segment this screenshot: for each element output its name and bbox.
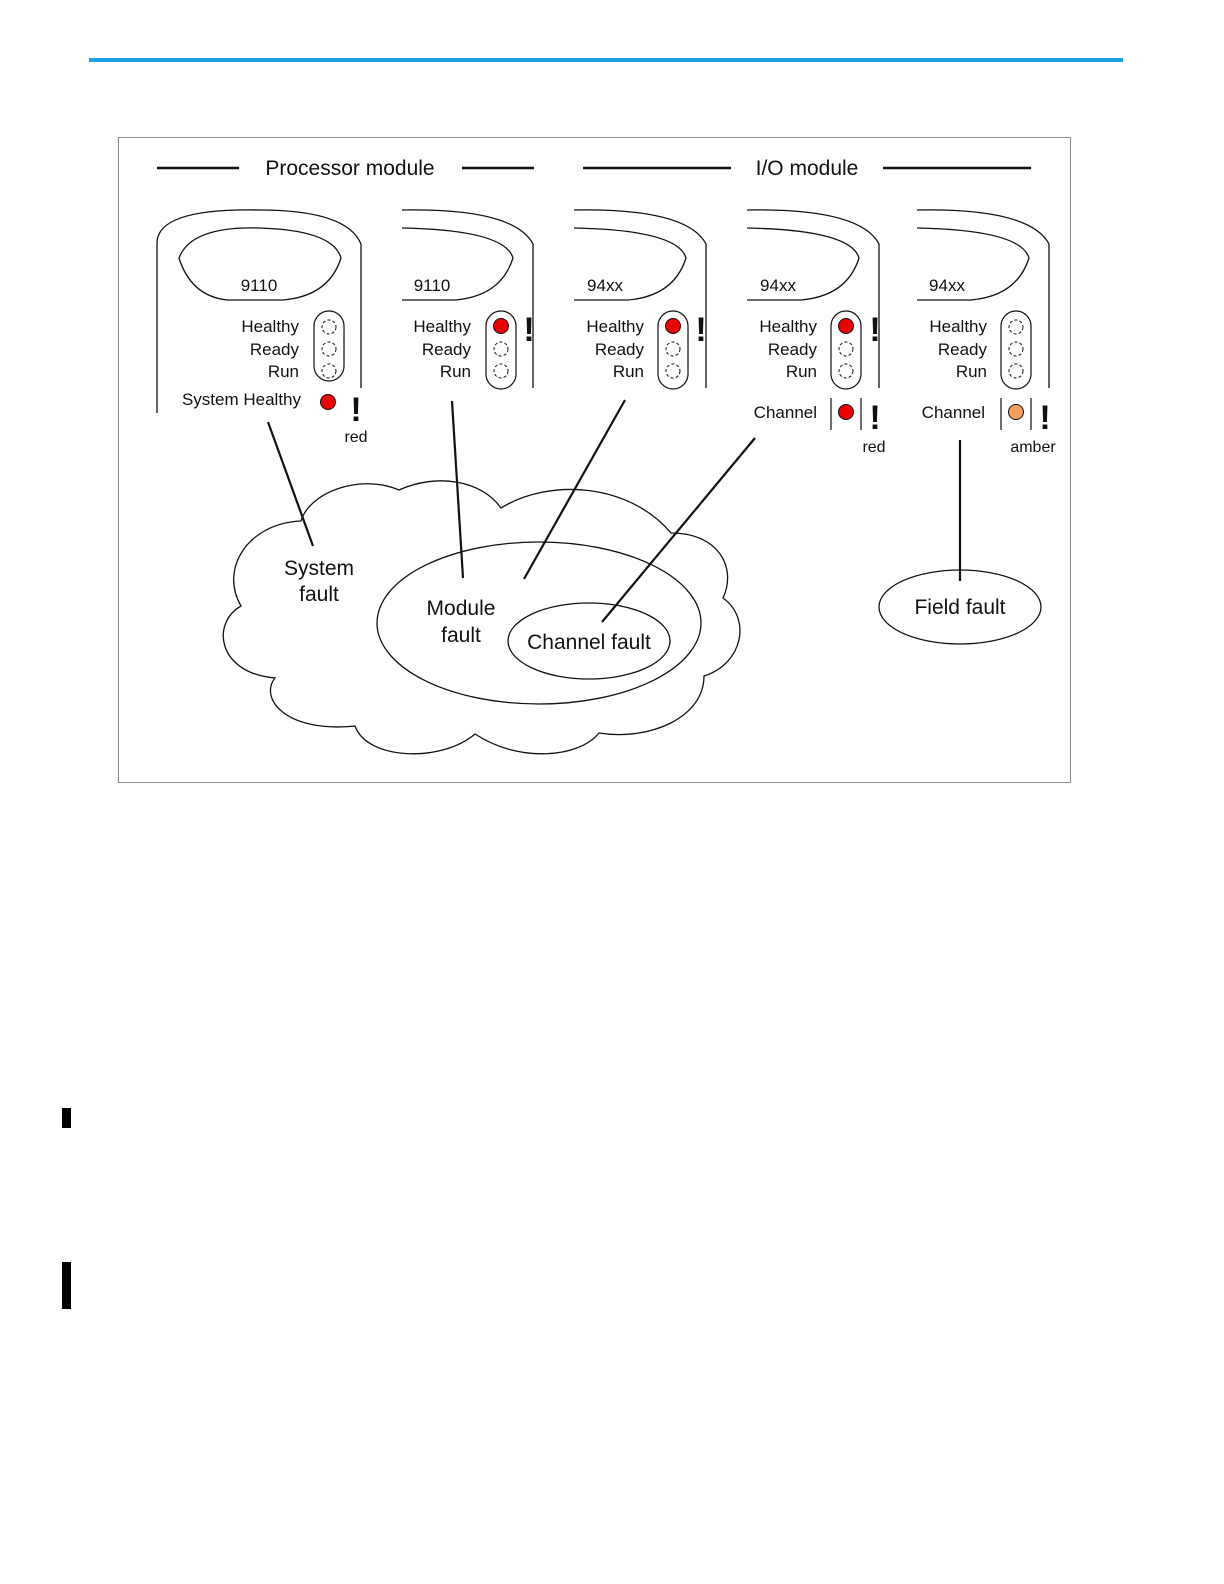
module-3-alert-icon: ! — [695, 311, 706, 349]
change-bar — [62, 1262, 71, 1309]
processor-heading: Processor module — [265, 157, 434, 180]
module-1: 9110 Healthy Ready Run System Healthy ! … — [157, 210, 368, 446]
module-4-led-healthy — [839, 319, 854, 334]
fault-diagram-figure: Processor module I/O module 9110 Healthy… — [118, 137, 1071, 783]
module-5-led-label-ready: Ready — [938, 340, 988, 359]
module-5-channel-led — [1009, 405, 1024, 420]
module-3-led-label-healthy: Healthy — [586, 317, 644, 336]
module-2-led-label-ready: Ready — [422, 340, 472, 359]
module-1-color-note: red — [344, 429, 367, 446]
module-4-led-label-healthy: Healthy — [759, 317, 817, 336]
module-2-id: 9110 — [414, 276, 451, 295]
module-fault-label-line2: fault — [441, 624, 481, 647]
module-3-led-run — [666, 364, 680, 378]
change-bar — [62, 1108, 71, 1128]
module-5-led-run — [1009, 364, 1023, 378]
module-1-system-healthy-label: System Healthy — [182, 390, 302, 409]
module-2: 9110 Healthy Ready Run ! — [402, 210, 535, 389]
module-3-led-label-run: Run — [613, 362, 644, 381]
module-5-color-note: amber — [1010, 439, 1056, 456]
module-5: 94xx Healthy Ready Run Channel ! amber — [917, 210, 1056, 456]
fault-diagram: Processor module I/O module 9110 Healthy… — [119, 138, 1072, 784]
module-4: 94xx Healthy Ready Run ! Channel ! red — [747, 210, 886, 456]
module-4-color-note: red — [862, 439, 885, 456]
header-rule — [89, 58, 1123, 62]
io-heading: I/O module — [756, 157, 859, 180]
module-5-led-label-run: Run — [956, 362, 987, 381]
module-1-id: 9110 — [241, 276, 278, 295]
module-5-channel-label: Channel — [922, 403, 985, 422]
module-4-led-label-run: Run — [786, 362, 817, 381]
module-5-id: 94xx — [929, 276, 965, 295]
module-4-led-run — [839, 364, 853, 378]
module-2-alert-icon: ! — [523, 311, 534, 349]
module-3-id: 94xx — [587, 276, 623, 295]
module-5-led-ready — [1009, 342, 1023, 356]
module-fault-label-line1: Module — [427, 597, 496, 620]
system-fault-label-line1: System — [284, 557, 354, 580]
module-4-led-ready — [839, 342, 853, 356]
module-3-led-ready — [666, 342, 680, 356]
system-fault-label-line2: fault — [299, 583, 339, 606]
module-1-system-healthy-led — [321, 395, 336, 410]
field-fault-label: Field fault — [914, 596, 1005, 619]
module-4-alert-icon: ! — [869, 311, 880, 349]
module-3-led-healthy — [666, 319, 681, 334]
module-5-led-label-healthy: Healthy — [929, 317, 987, 336]
module-3: 94xx Healthy Ready Run ! — [574, 210, 707, 389]
module-1-led-label-run: Run — [268, 362, 299, 381]
module-2-led-healthy — [494, 319, 509, 334]
module-2-led-label-healthy: Healthy — [413, 317, 471, 336]
module-4-led-label-ready: Ready — [768, 340, 818, 359]
module-2-led-run — [494, 364, 508, 378]
module-1-alert-icon: ! — [350, 391, 361, 429]
module-5-led-healthy — [1009, 320, 1023, 334]
module-2-led-ready — [494, 342, 508, 356]
module-4-channel-label: Channel — [754, 403, 817, 422]
module-1-led-label-ready: Ready — [250, 340, 300, 359]
module-2-led-label-run: Run — [440, 362, 471, 381]
module-4-id: 94xx — [760, 276, 796, 295]
module-4-channel-led — [839, 405, 854, 420]
module-3-led-label-ready: Ready — [595, 340, 645, 359]
module-5-channel-alert-icon: ! — [1039, 399, 1050, 437]
module-1-led-healthy — [322, 320, 336, 334]
module-1-led-ready — [322, 342, 336, 356]
channel-fault-label: Channel fault — [527, 631, 651, 654]
module-4-channel-alert-icon: ! — [869, 399, 880, 437]
module-1-led-run — [322, 364, 336, 378]
module-1-led-label-healthy: Healthy — [241, 317, 299, 336]
